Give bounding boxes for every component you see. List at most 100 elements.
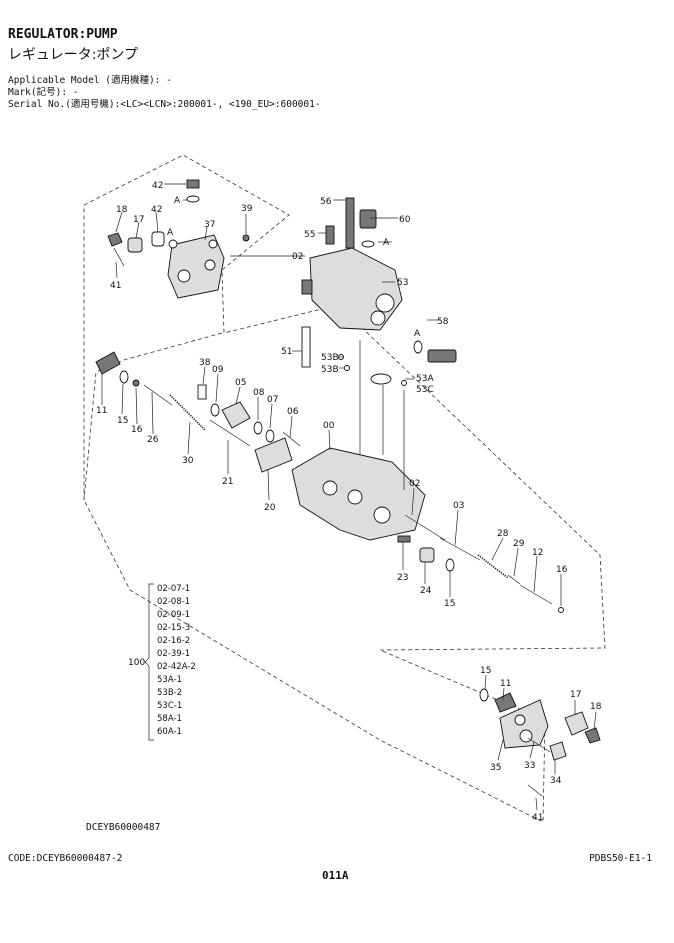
valve-port bbox=[370, 310, 386, 326]
callout-a: A bbox=[167, 228, 174, 238]
callout-09: 09 bbox=[212, 365, 224, 375]
body-port bbox=[347, 489, 363, 505]
callout-21: 21 bbox=[222, 477, 233, 487]
cover-hole bbox=[204, 259, 216, 271]
callout-37: 37 bbox=[204, 220, 215, 230]
applicable-model: Applicable Model (適用機種): - bbox=[8, 75, 172, 86]
callout-18: 18 bbox=[116, 205, 128, 215]
screw-part-12 bbox=[519, 584, 553, 605]
callout-60: 60 bbox=[399, 215, 411, 225]
callout-30: 30 bbox=[182, 456, 194, 466]
seat-part-29 bbox=[507, 574, 521, 585]
cover-hole bbox=[514, 714, 526, 726]
callout-05: 05 bbox=[235, 378, 246, 388]
body-port bbox=[373, 506, 391, 524]
bolt-part-56 bbox=[345, 197, 355, 249]
callout-11: 11 bbox=[96, 406, 107, 416]
callout-26: 26 bbox=[147, 435, 159, 445]
callout-41: 41 bbox=[532, 813, 543, 823]
callout-20: 20 bbox=[264, 503, 276, 513]
callout-41: 41 bbox=[110, 281, 121, 291]
callout-42: 42 bbox=[152, 181, 163, 191]
oring-part-15-right bbox=[445, 558, 455, 572]
callout-29: 29 bbox=[513, 539, 525, 549]
callout-06: 06 bbox=[287, 407, 299, 417]
kit-item: 53A-1 bbox=[157, 675, 182, 685]
callout-23: 23 bbox=[397, 573, 408, 583]
pin-part-38 bbox=[197, 384, 207, 400]
callout-a: A bbox=[383, 238, 390, 248]
callout-58: 58 bbox=[437, 317, 449, 327]
inner-boundary bbox=[83, 332, 223, 501]
spool-part-02 bbox=[404, 514, 446, 541]
callout-55: 55 bbox=[304, 230, 315, 240]
valve-body-02 bbox=[309, 247, 403, 331]
plug-part-42-top bbox=[186, 179, 200, 189]
callout-16: 16 bbox=[556, 565, 568, 575]
nut-part-34 bbox=[549, 741, 567, 761]
leader-lines bbox=[101, 183, 597, 811]
sensor-part-58 bbox=[427, 349, 457, 363]
callout-12: 12 bbox=[532, 548, 543, 558]
page-number: 011A bbox=[322, 869, 349, 882]
spring-part-28 bbox=[477, 554, 509, 579]
cover-part-35 bbox=[499, 699, 549, 749]
plug-part-24 bbox=[419, 547, 435, 563]
bolt-part-51 bbox=[301, 326, 311, 368]
callout-53b: 53B bbox=[321, 365, 339, 375]
valve-port bbox=[375, 293, 395, 313]
callout-38: 38 bbox=[199, 358, 211, 368]
callout-11: 11 bbox=[500, 679, 511, 689]
callout-35: 35 bbox=[490, 763, 501, 773]
oring-part-53c bbox=[401, 380, 407, 386]
page-title: REGULATOR:PUMP bbox=[8, 27, 118, 42]
callout-a: A bbox=[414, 329, 421, 339]
oring-part-58a bbox=[413, 340, 423, 354]
footer-code: CODE:DCEYB60000487-2 bbox=[8, 853, 123, 864]
cover-group-right bbox=[479, 688, 601, 797]
bolt-part-55 bbox=[325, 225, 335, 245]
callout-100: 100 bbox=[128, 658, 145, 668]
callout-03: 03 bbox=[453, 501, 464, 511]
callout-15: 15 bbox=[480, 666, 491, 676]
nut-part-18 bbox=[107, 232, 123, 247]
sleeve-part-20 bbox=[254, 437, 293, 473]
nut-part-18-bottom bbox=[584, 727, 601, 744]
oring-part-07 bbox=[265, 429, 275, 443]
oring-part-09 bbox=[210, 403, 220, 417]
plug-part-11 bbox=[95, 351, 121, 375]
callout-53: 53 bbox=[397, 278, 408, 288]
oring-part-53b bbox=[344, 365, 350, 371]
kit-item: 02-07-1 bbox=[157, 584, 190, 594]
callout-17: 17 bbox=[570, 690, 581, 700]
callout-07: 07 bbox=[267, 395, 278, 405]
kit-item: 02-16-2 bbox=[157, 636, 190, 646]
plug-part-17-bottom bbox=[564, 711, 589, 736]
bolt-part-41 bbox=[113, 247, 125, 267]
callout-42: 42 bbox=[151, 205, 162, 215]
ball-part-16 bbox=[132, 379, 140, 387]
assembly-boundary bbox=[83, 154, 606, 823]
spool-part-03 bbox=[439, 537, 481, 561]
callout-24: 24 bbox=[420, 586, 432, 596]
callout-53a: 53A bbox=[416, 374, 434, 384]
cover-hole bbox=[177, 269, 191, 283]
oring-part-53a bbox=[370, 373, 392, 385]
kit-item: 02-15-3 bbox=[157, 623, 190, 633]
kit-item: 02-09-1 bbox=[157, 610, 190, 620]
kit-bracket bbox=[144, 583, 154, 741]
cover-part-37 bbox=[167, 234, 225, 299]
plug-part-17 bbox=[127, 237, 143, 253]
kit-list: 02-07-1 02-08-1 02-09-1 02-15-3 02-16-2 … bbox=[157, 584, 196, 737]
callout-18: 18 bbox=[590, 702, 602, 712]
solenoid-connector bbox=[301, 279, 313, 295]
oring-part-42a-top bbox=[186, 195, 200, 203]
callout-51: 51 bbox=[281, 347, 292, 357]
callout-39: 39 bbox=[241, 204, 253, 214]
callout-02: 02 bbox=[409, 479, 420, 489]
kit-item: 02-08-1 bbox=[157, 597, 190, 607]
callout-15: 15 bbox=[117, 416, 128, 426]
callout-28: 28 bbox=[497, 529, 509, 539]
oring-part-60a bbox=[361, 240, 375, 248]
